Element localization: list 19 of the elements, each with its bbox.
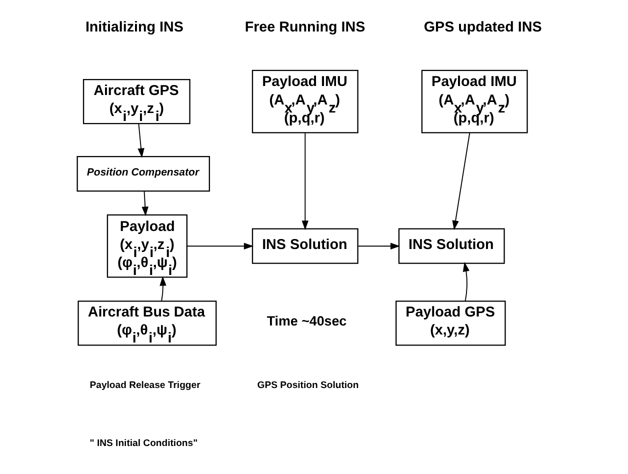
- arrow: [452, 132, 470, 230]
- arrow: [302, 132, 308, 230]
- node-box: INS Solution: [398, 228, 505, 264]
- arrow: [462, 262, 470, 302]
- label: Initializing INS: [85, 20, 184, 36]
- arrow: [138, 123, 144, 158]
- node-box: INS Solution: [252, 228, 358, 264]
- arrow: [160, 276, 166, 302]
- label: " INS Initial Conditions": [90, 438, 198, 450]
- label: GPS Position Solution: [257, 380, 359, 391]
- arrow: [186, 242, 254, 250]
- arrow: [358, 242, 400, 250]
- label: GPS updated INS: [424, 20, 542, 36]
- node-box: Position Compensator: [76, 156, 210, 192]
- label: Free Running INS: [244, 20, 366, 36]
- arrow: [142, 190, 148, 216]
- label: Payload Release Trigger: [90, 380, 200, 391]
- label: Time ~40sec: [266, 314, 347, 329]
- node-box: Payload GPS (x,y,z): [396, 300, 506, 346]
